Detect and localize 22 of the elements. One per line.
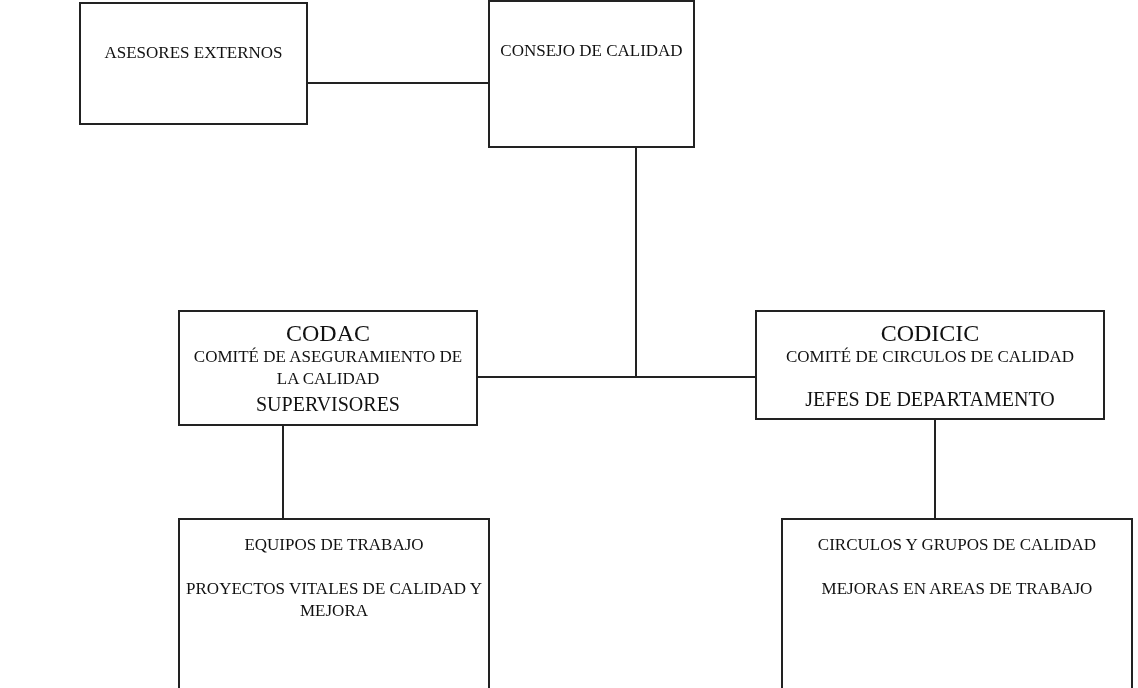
box-text: COMITÉ DE CIRCULOS DE CALIDAD [785, 346, 1074, 369]
connector-line [282, 425, 284, 519]
box-title: CONSEJO DE CALIDAD [500, 40, 683, 62]
box-title: CODICIC [880, 320, 980, 347]
org-box [178, 310, 478, 426]
org-box [178, 518, 490, 688]
box-text: PROYECTOS VITALES DE CALIDAD Y MEJORA [185, 578, 483, 623]
connector-line [934, 419, 936, 519]
box-text: JEFES DE DEPARTAMENTO [805, 387, 1055, 413]
connector-line [635, 147, 756, 378]
org-box [79, 2, 308, 125]
box-title: CIRCULOS Y GRUPOS DE CALIDAD [817, 534, 1097, 556]
org-box [488, 0, 695, 148]
box-text: COMITÉ DE ASEGURAMIENTO DE LA CALIDAD [192, 346, 464, 391]
org-box [781, 518, 1133, 688]
box-text: MEJORAS EN AREAS DE TRABAJO [821, 578, 1093, 601]
box-title: EQUIPOS DE TRABAJO [244, 534, 424, 556]
connector-line [307, 82, 489, 84]
box-title: ASESORES EXTERNOS [104, 42, 283, 64]
box-title: CODAC [286, 320, 370, 347]
box-text: SUPERVISORES [256, 391, 400, 417]
org-box [755, 310, 1105, 420]
